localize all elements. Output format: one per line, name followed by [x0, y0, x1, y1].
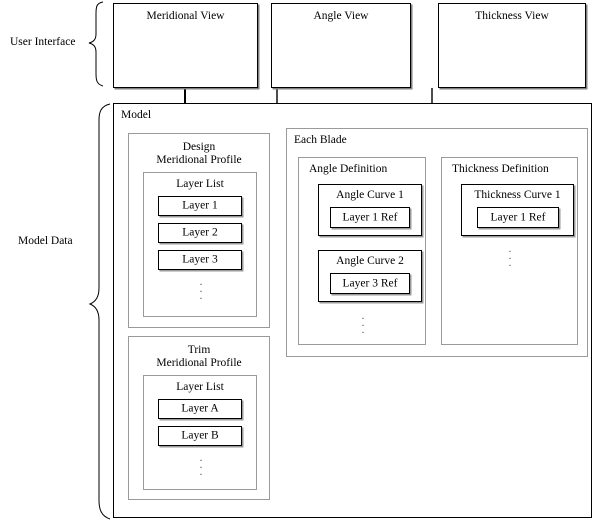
group-label-user-interface: User Interface — [10, 36, 76, 48]
angle-curve-2-box[interactable]: Angle Curve 2 Layer 3 Ref — [318, 250, 422, 302]
each-blade-box[interactable]: Each Blade Angle Definition Angle Curve … — [286, 128, 588, 357]
trim-meridional-profile-box[interactable]: Trim Meridional Profile Layer List Layer… — [128, 336, 270, 500]
list-item[interactable]: Layer B — [158, 426, 242, 446]
design-layer-list-label: Layer List — [176, 178, 224, 190]
list-item[interactable]: Layer 3 — [158, 250, 242, 270]
thickness-view-label: Thickness View — [475, 10, 549, 22]
thickness-curve-1-box[interactable]: Thickness Curve 1 Layer 1 Ref — [461, 184, 574, 236]
thickness-curve-1-label: Thickness Curve 1 — [474, 189, 561, 201]
thickness-definition-box[interactable]: Thickness Definition Thickness Curve 1 L… — [441, 157, 578, 345]
design-meridional-profile-label: Design Meridional Profile — [156, 141, 242, 166]
design-layer-3-label: Layer 3 — [182, 253, 218, 266]
angle-view-label: Angle View — [313, 10, 369, 22]
list-item[interactable]: Layer 2 — [158, 223, 242, 243]
angle-definition-ellipsis: ... — [361, 310, 365, 336]
angle-definition-label: Angle Definition — [309, 163, 388, 175]
each-blade-label: Each Blade — [294, 134, 347, 146]
trim-layer-list-ellipsis: ... — [199, 452, 203, 478]
angle-curve-1-ref-label: Layer 1 Ref — [342, 211, 398, 223]
trim-layer-list-label: Layer List — [176, 381, 224, 393]
angle-curve-2-label: Angle Curve 2 — [336, 255, 404, 267]
angle-curve-1-box[interactable]: Angle Curve 1 Layer 1 Ref — [318, 184, 422, 236]
trim-meridional-profile-label: Trim Meridional Profile — [156, 344, 242, 369]
meridional-view-label: Meridional View — [146, 10, 225, 22]
group-label-model-data: Model Data — [18, 235, 73, 247]
design-layer-2-label: Layer 2 — [182, 226, 218, 239]
thickness-view-box[interactable]: Thickness View — [438, 3, 586, 88]
design-layer-list-box[interactable]: Layer List Layer 1 Layer 2 Layer 3 ... — [143, 172, 257, 317]
design-layer-list-ellipsis: ... — [199, 276, 203, 302]
design-meridional-profile-box[interactable]: Design Meridional Profile Layer List Lay… — [128, 133, 270, 328]
angle-curve-2-ref-box[interactable]: Layer 3 Ref — [330, 273, 410, 294]
angle-curve-1-ref-box[interactable]: Layer 1 Ref — [330, 207, 410, 228]
design-layer-1-label: Layer 1 — [182, 199, 218, 212]
trim-layer-a-label: Layer A — [181, 402, 219, 415]
brace-user-interface — [88, 1, 104, 87]
list-item[interactable]: Layer A — [158, 399, 242, 419]
angle-definition-box[interactable]: Angle Definition Angle Curve 1 Layer 1 R… — [298, 157, 426, 345]
angle-view-box[interactable]: Angle View — [271, 3, 411, 88]
thickness-curve-1-ref-label: Layer 1 Ref — [490, 211, 546, 223]
model-label: Model — [121, 109, 152, 121]
angle-curve-2-ref-label: Layer 3 Ref — [342, 277, 398, 289]
trim-layer-b-label: Layer B — [181, 429, 219, 442]
trim-layer-list-box[interactable]: Layer List Layer A Layer B ... — [143, 375, 257, 490]
brace-model-data — [88, 103, 111, 520]
angle-curve-1-label: Angle Curve 1 — [336, 189, 404, 201]
thickness-definition-ellipsis: ... — [508, 243, 512, 269]
list-item[interactable]: Layer 1 — [158, 196, 242, 216]
meridional-view-box[interactable]: Meridional View — [113, 3, 258, 88]
thickness-definition-label: Thickness Definition — [452, 163, 549, 175]
thickness-curve-1-ref-box[interactable]: Layer 1 Ref — [477, 207, 559, 228]
